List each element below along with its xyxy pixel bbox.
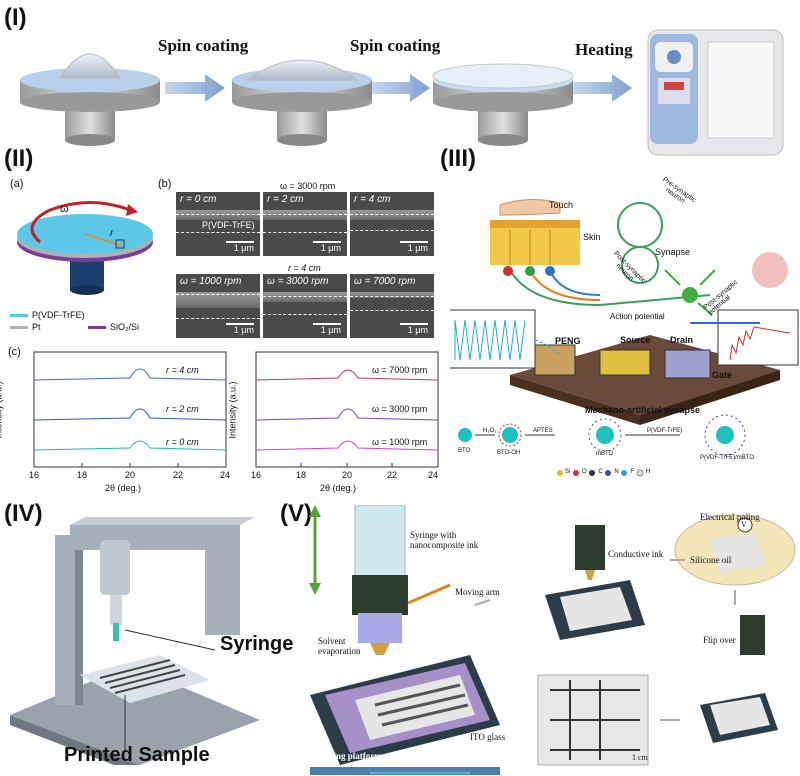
- curve-label-w3000: ω = 3000 rpm: [372, 404, 428, 414]
- curve-label-r2: r = 2 cm: [166, 404, 199, 414]
- skin-label: Skin: [583, 232, 601, 242]
- printed-sample-label: Printed Sample: [64, 744, 210, 766]
- panel-b-label: (b): [158, 178, 172, 190]
- xrd-plot-right: [255, 351, 439, 468]
- drain-label: Drain: [670, 335, 694, 345]
- chem-aptes: APTES: [533, 428, 553, 434]
- panel-a-label: (a): [10, 178, 24, 190]
- flip-label: Flip over: [703, 635, 736, 645]
- 3d-printer-diagram: [10, 517, 260, 765]
- sem-image-w1000: ω = 1000 rpm 1 μm: [176, 274, 260, 338]
- sem-image-r4: r = 4 cm 1 μm: [350, 192, 434, 256]
- chem-pvdf: P(VDF-TrFE): [647, 428, 683, 434]
- xtick-right-20: 20: [342, 470, 353, 480]
- hot-plate-heater: [647, 29, 784, 156]
- arrow-1: [165, 74, 225, 102]
- rotating-substrate-diagram: [17, 201, 153, 295]
- xtick-right-22: 22: [387, 470, 398, 480]
- spin-chuck-3: [432, 63, 574, 146]
- section-label-V: (V): [280, 500, 312, 527]
- curve-label-w1000: ω = 1000 rpm: [372, 437, 428, 447]
- sem-image-w7000: ω = 7000 rpm 1 μm: [350, 274, 434, 338]
- xrd-plot-left: [33, 351, 227, 468]
- silicone-label: Silicone oil: [690, 555, 732, 565]
- xlabel-right: 2θ (deg.): [320, 483, 357, 493]
- legend-item-pt: Pt: [10, 322, 41, 332]
- legend-item-pvdf: P(VDF-TrFE): [10, 310, 85, 320]
- sem-image-r0: r = 0 cm P(VDF-TrFE) 1 μm: [176, 192, 260, 256]
- direct-ink-writing-diagram: [309, 505, 796, 775]
- step-label-spin-coating-2: Spin coating: [350, 36, 441, 55]
- xtick-left-22: 22: [173, 470, 184, 480]
- curve-label-r0: r = 0 cm: [166, 437, 199, 447]
- element-legend: Si O C N F H: [565, 469, 651, 475]
- conductive-label: Conductive ink: [608, 549, 664, 559]
- ylabel-right: Intensity (a.u.): [227, 381, 238, 439]
- sem-image-w3000: ω = 3000 rpm 1 μm: [263, 274, 347, 338]
- syringe-label: Syringe: [220, 633, 294, 655]
- gate-label: Gate: [712, 370, 733, 380]
- xtick-left-20: 20: [125, 470, 136, 480]
- action-potential-label: Action potential: [610, 312, 665, 321]
- moving-arm-label: Moving arm: [455, 587, 500, 597]
- arrow-3: [573, 74, 632, 102]
- chem-composite: P(VDF-TrFE)/mBTO: [700, 455, 754, 461]
- step-label-spin-coating-1: Spin coating: [158, 36, 249, 55]
- chem-bto-oh: BTO-OH: [497, 450, 521, 456]
- spin-coating-process-diagram: [20, 29, 784, 156]
- device-label: Mechano-artificial synapse: [585, 405, 701, 415]
- radius-symbol: r: [110, 228, 114, 239]
- xtick-left-18: 18: [77, 470, 88, 480]
- sem-mid-title: r = 4 cm: [288, 263, 321, 273]
- platform-label: Moving platform with heater: [316, 751, 428, 761]
- xtick-right-16: 16: [251, 470, 262, 480]
- ito-label: ITO glass: [470, 732, 506, 742]
- sem-top-title: ω = 3000 rpm: [280, 181, 336, 191]
- solvent-label: Solvent evaporation: [318, 636, 361, 656]
- section-label-I: (I): [4, 4, 27, 31]
- curve-label-w7000: ω = 7000 rpm: [372, 365, 428, 375]
- arrow-2: [372, 74, 430, 102]
- sem-image-r2: r = 2 cm 1 μm: [263, 192, 347, 256]
- curve-label-r4: r = 4 cm: [166, 365, 199, 375]
- xtick-left-16: 16: [29, 470, 40, 480]
- panel-c-label: (c): [8, 346, 21, 358]
- xlabel-left: 2θ (deg.): [105, 483, 142, 493]
- mechano-synapse-diagram: [450, 199, 799, 477]
- spin-chuck-1: [20, 53, 160, 146]
- chem-mbto: mBTO: [596, 451, 614, 457]
- ylabel-left: Intensity (a.u.): [0, 381, 4, 439]
- legend-item-sio2: SiO₂/Si: [88, 322, 139, 332]
- voltage-symbol: V: [741, 520, 747, 529]
- xtick-right-24: 24: [428, 470, 439, 480]
- syringe-ink-label: Syringe with nanocomposite ink: [410, 530, 479, 550]
- section-label-IV: (IV): [4, 500, 43, 527]
- step-label-heating: Heating: [575, 40, 633, 59]
- xtick-right-18: 18: [296, 470, 307, 480]
- chem-bto: BTO: [458, 448, 471, 454]
- touch-label: Touch: [549, 200, 574, 210]
- omega-symbol: ω: [60, 203, 69, 215]
- cm-scale-label: 1 cm: [632, 753, 648, 762]
- section-label-III: (III): [440, 145, 476, 172]
- synapse-label: Synapse: [655, 247, 691, 257]
- section-label-II: (II): [4, 145, 34, 172]
- peng-label: PENG: [555, 336, 581, 346]
- xtick-left-24: 24: [220, 470, 231, 480]
- chem-h2o2: H₂O₂: [483, 428, 497, 434]
- source-label: Source: [620, 335, 651, 345]
- poling-label: Electrical poling: [700, 512, 760, 522]
- spin-chuck-2: [232, 59, 372, 146]
